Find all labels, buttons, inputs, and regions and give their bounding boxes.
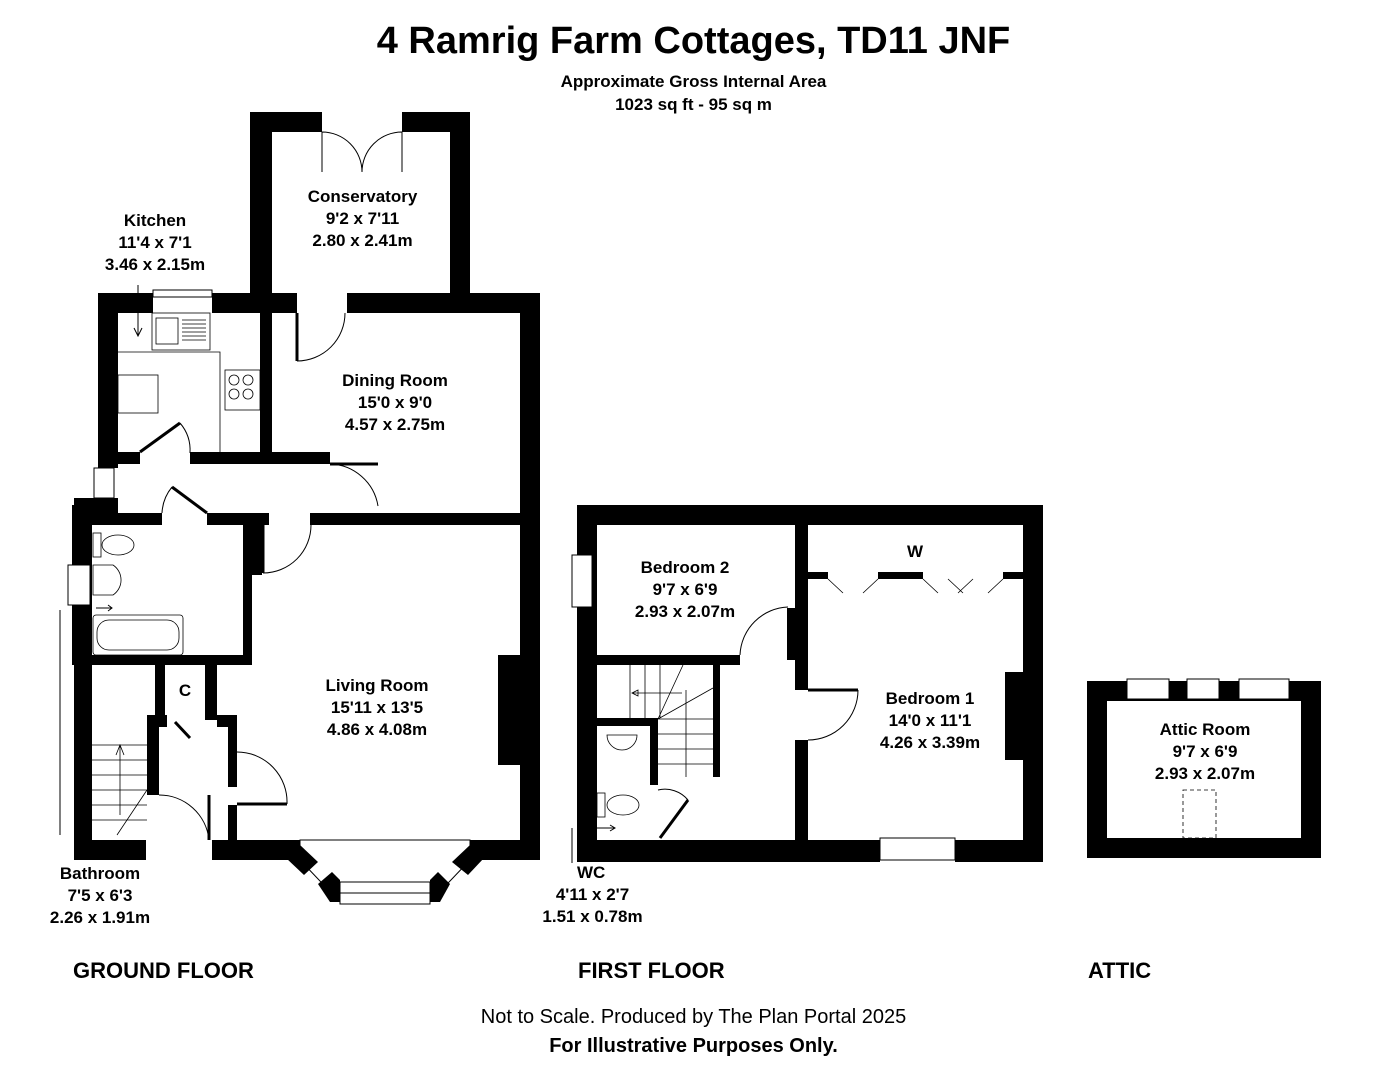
window-icon: [152, 289, 213, 298]
floor-label-attic: ATTIC: [1088, 958, 1152, 983]
room-imperial: 7'5 x 6'3: [67, 886, 133, 905]
footer-disclaimer: Not to Scale. Produced by The Plan Porta…: [480, 1006, 907, 1028]
floor-label-ground: GROUND FLOOR: [73, 958, 254, 983]
room-name: Dining Room: [342, 371, 448, 390]
room-metric: 1.51 x 0.78m: [542, 907, 643, 926]
room-imperial: 9'7 x 6'9: [652, 580, 718, 599]
attic-plan: [1087, 678, 1321, 858]
room-metric: 2.26 x 1.91m: [49, 908, 151, 927]
room-label-wc: WC 4'11 x 2'7 1.51 x 0.78m: [515, 862, 670, 928]
room-imperial: 15'0 x 9'0: [357, 393, 433, 412]
room-metric: 2.80 x 2.41m: [312, 231, 413, 250]
room-name: Bedroom 2: [640, 558, 730, 577]
room-imperial: 9'2 x 7'11: [325, 209, 400, 228]
french-doors-icon: [321, 131, 403, 173]
room-imperial: 15'11 x 13'5: [330, 698, 424, 717]
room-label-attic: Attic Room 9'7 x 6'9 2.93 x 2.07m: [1125, 719, 1285, 785]
room-metric: 2.93 x 2.07m: [634, 602, 736, 621]
room-label-conservatory: Conservatory 9'2 x 7'11 2.80 x 2.41m: [280, 186, 445, 252]
room-imperial: 11'4 x 7'1: [118, 233, 192, 252]
room-metric: 4.57 x 2.75m: [344, 415, 446, 434]
room-label-cupboard: C: [178, 681, 192, 700]
room-name: Attic Room: [1159, 720, 1251, 739]
area-label: Approximate Gross Internal Area: [560, 72, 827, 91]
room-name: Bathroom: [59, 864, 141, 883]
area-value: 1023 sq ft - 95 sq m: [615, 95, 772, 114]
room-name: Kitchen: [123, 211, 187, 230]
room-name: Living Room: [325, 676, 429, 695]
room-metric: 4.86 x 4.08m: [326, 720, 428, 739]
room-label-living: Living Room 15'11 x 13'5 4.86 x 4.08m: [292, 675, 462, 741]
room-name: Conservatory: [307, 187, 418, 206]
room-label-dining: Dining Room 15'0 x 9'0 4.57 x 2.75m: [310, 370, 480, 436]
room-name: Bedroom 1: [885, 689, 975, 708]
room-label-bathroom: Bathroom 7'5 x 6'3 2.26 x 1.91m: [20, 863, 180, 929]
room-label-bedroom2: Bedroom 2 9'7 x 6'9 2.93 x 2.07m: [600, 557, 770, 623]
room-name: WC: [577, 863, 606, 882]
floor-label-first: FIRST FLOOR: [578, 958, 725, 983]
footer-note: For Illustrative Purposes Only.: [549, 1035, 838, 1057]
room-metric: 2.93 x 2.07m: [1154, 764, 1256, 783]
room-imperial: 4'11 x 2'7: [555, 885, 630, 904]
ground-floor-plan: [59, 112, 540, 905]
room-label-bedroom1: Bedroom 1 14'0 x 11'1 4.26 x 3.39m: [850, 688, 1010, 754]
area-subtitle: Approximate Gross Internal Area 1023 sq …: [0, 70, 1387, 116]
room-metric: 4.26 x 3.39m: [879, 733, 981, 752]
chimney-breast: [498, 655, 520, 765]
room-label-wardrobe: W: [906, 542, 924, 561]
room-imperial: 14'0 x 11'1: [888, 711, 972, 730]
page-title: 4 Ramrig Farm Cottages, TD11 JNF: [376, 20, 1011, 62]
room-imperial: 9'7 x 6'9: [1172, 742, 1238, 761]
room-label-kitchen: Kitchen 11'4 x 7'1 3.46 x 2.15m: [75, 210, 235, 276]
room-metric: 3.46 x 2.15m: [104, 255, 206, 274]
first-floor-plan: [571, 505, 1043, 863]
